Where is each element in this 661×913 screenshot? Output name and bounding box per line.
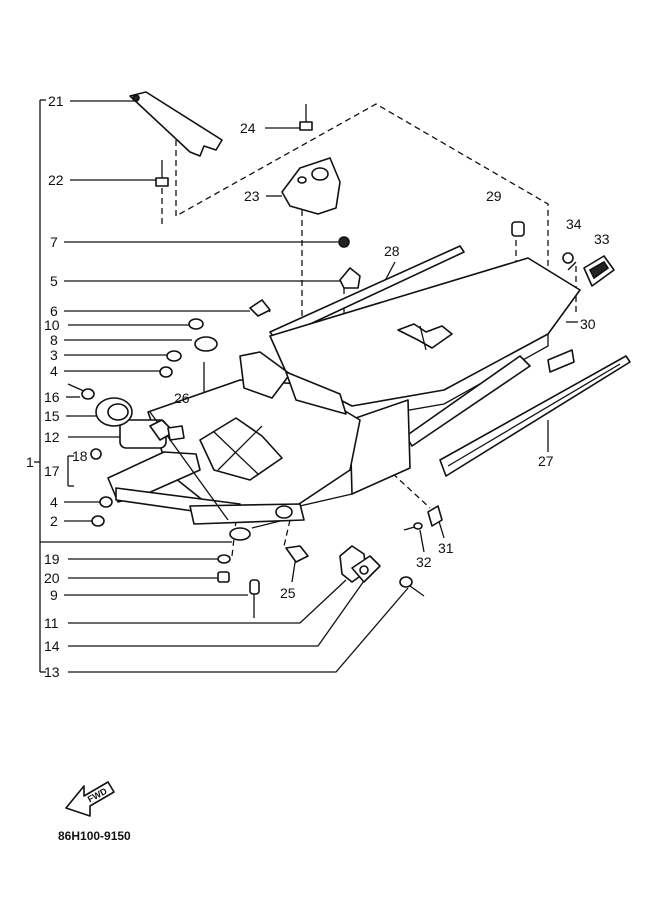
bolt-13 — [399, 576, 425, 597]
plates-11-14 — [339, 545, 381, 583]
callout-labels: 21 22 7 5 6 10 8 3 4 16 15 12 1 17 18 4 … — [26, 93, 610, 680]
clip-31-bolt-32 — [403, 505, 443, 531]
bushing-15 — [95, 397, 133, 427]
part-code: 86H100-9150 — [58, 829, 131, 843]
washers-left-lower — [91, 496, 113, 527]
callout-16: 16 — [44, 389, 60, 405]
callout-22: 22 — [48, 172, 64, 188]
callout-8: 8 — [50, 332, 58, 348]
callout-3: 3 — [50, 347, 58, 363]
frame-cross-structure — [147, 351, 361, 515]
nut-7 — [338, 236, 350, 248]
bracket-5 — [339, 267, 361, 289]
callout-33: 33 — [594, 231, 610, 247]
bolt-22 — [155, 160, 169, 187]
callout-5: 5 — [50, 273, 58, 289]
callout-34: 34 — [566, 216, 582, 232]
plate-12-26 — [149, 419, 185, 441]
callout-17: 17 — [44, 463, 60, 479]
callout-20: 20 — [44, 570, 60, 586]
cap-18 — [90, 448, 102, 460]
callout-11: 11 — [44, 615, 59, 631]
callout-23: 23 — [244, 188, 260, 204]
bracket-21 — [129, 91, 223, 157]
callout-25: 25 — [280, 585, 296, 601]
cap-29 — [511, 221, 525, 237]
callout-2: 2 — [50, 513, 58, 529]
callout-13: 13 — [44, 664, 60, 680]
callout-6: 6 — [50, 303, 58, 319]
callout-21: 21 — [48, 93, 64, 109]
callout-10: 10 — [44, 317, 60, 333]
strip-27 — [439, 355, 631, 477]
lower-arm-assembly — [107, 411, 305, 541]
clip-6 — [249, 299, 271, 317]
callout-14: 14 — [44, 638, 60, 654]
callout-19: 19 — [44, 551, 60, 567]
bracket-23 — [281, 157, 341, 215]
callout-27: 27 — [538, 453, 554, 469]
callout-18: 18 — [72, 448, 88, 464]
bracket-25 — [285, 545, 309, 563]
callout-28: 28 — [384, 243, 400, 259]
callout-26: 26 — [174, 390, 190, 406]
bolt-16 — [67, 383, 95, 400]
frame-side-rail — [251, 355, 531, 529]
washers-left-upper — [159, 318, 218, 378]
callout-9: 9 — [50, 587, 58, 603]
fasteners-19-20-9 — [217, 554, 260, 618]
main-bracket — [34, 99, 74, 673]
callout-30: 30 — [580, 316, 596, 332]
nut-34-reflector-33 — [562, 252, 615, 287]
callout-24: 24 — [240, 120, 256, 136]
callout-4b: 4 — [50, 494, 58, 510]
bolt-24 — [299, 104, 313, 131]
leader-lines — [40, 100, 578, 673]
callout-32: 32 — [416, 554, 432, 570]
fwd-arrow-icon: FWD — [65, 781, 115, 817]
callout-1: 1 — [26, 454, 34, 470]
callout-29: 29 — [486, 188, 502, 204]
callout-4: 4 — [50, 363, 58, 379]
callout-7: 7 — [50, 234, 58, 250]
callout-15: 15 — [44, 408, 60, 424]
callout-12: 12 — [44, 429, 60, 445]
label-30 — [547, 349, 575, 373]
callout-31: 31 — [438, 540, 454, 556]
